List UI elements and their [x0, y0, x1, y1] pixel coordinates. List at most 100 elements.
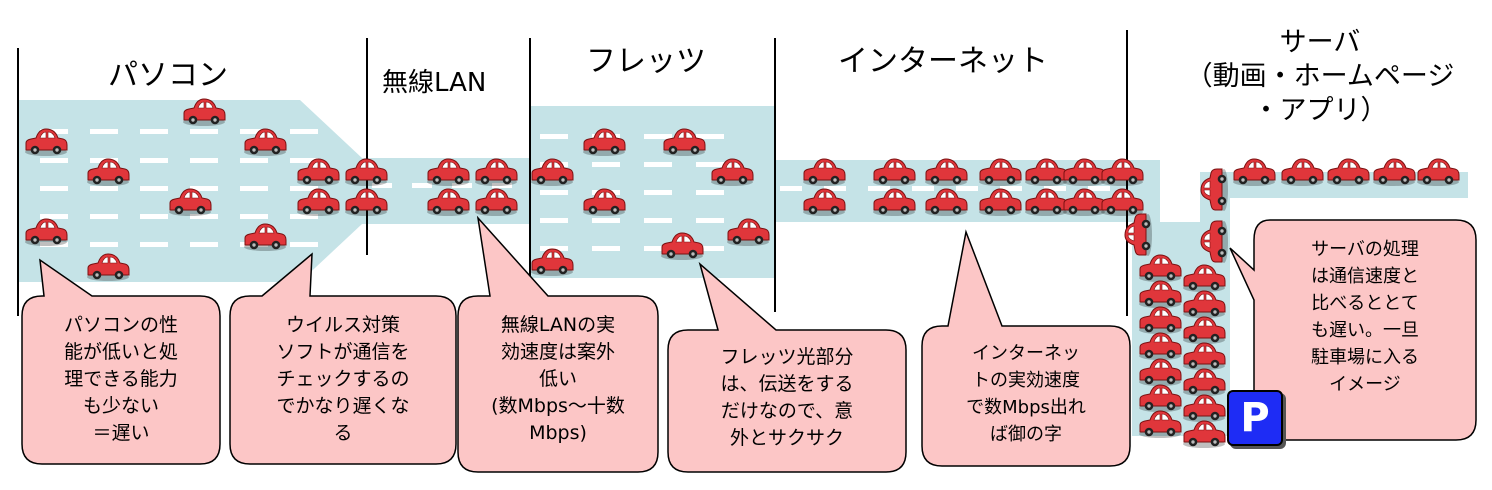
- lane-dash: [540, 246, 568, 251]
- lane-dash: [90, 186, 118, 191]
- bubble-server-line: サーバの処理: [1311, 239, 1419, 260]
- lane-dash: [190, 186, 218, 191]
- bubble-server-line: イメージ: [1329, 374, 1401, 395]
- lane-dash: [240, 129, 268, 134]
- speech-bubbles: [21, 215, 1477, 473]
- lane-dash: [290, 242, 318, 247]
- lane-dash: [140, 158, 168, 163]
- lane-dash: [90, 214, 118, 219]
- bubble-antivirus: ウイルス対策 ソフトが通信を チェックするの でかなり遅くな る: [230, 312, 456, 447]
- lane-dash: [40, 158, 68, 163]
- lane-dash: [1000, 186, 1022, 191]
- parking-sign-icon: P: [1227, 390, 1283, 446]
- lane-dash: [240, 158, 268, 163]
- bubble-wlan-line: 無線LANの実: [500, 314, 616, 336]
- bubble-wlan-line: Mbps): [529, 422, 587, 444]
- bubble-pc: パソコンの性 能が低いと処 理できる能力 も少ない ＝遅い: [22, 312, 220, 447]
- lane-dash: [140, 186, 168, 191]
- lane-dash: [40, 186, 68, 191]
- lane-dash: [90, 242, 118, 247]
- bubble-internet-line: トの実効速度: [972, 370, 1080, 391]
- lane-dash: [412, 183, 432, 188]
- bubble-shape-internet: [921, 229, 1131, 467]
- lane-dash: [540, 190, 568, 195]
- lane-dash: [868, 186, 890, 191]
- lane-dash: [644, 162, 672, 167]
- lane-dash: [696, 162, 724, 167]
- lane-dash: [696, 246, 724, 251]
- lane-dash: [644, 190, 672, 195]
- bubble-server: サーバの処理 は通信速度と 比べるととて も遅い。一旦 駐車場に入る イメージ: [1254, 236, 1476, 398]
- bubble-wlan: 無線LANの実 効速度は案外 低い (数Mbps～十数 Mbps): [458, 312, 658, 447]
- lane-dash: [290, 214, 318, 219]
- bubble-flets-line: 外とサクサク: [729, 427, 844, 449]
- section-title-wlan: 無線LAN: [382, 68, 487, 98]
- bubble-internet: インターネッ トの実効速度 で数Mbps出れ ば御の字: [922, 340, 1130, 448]
- bubble-pc-line: 能が低いと処: [63, 341, 178, 363]
- bubble-pc-line: ＝遅い: [92, 422, 150, 444]
- lane-dash: [290, 186, 318, 191]
- bubble-server-line: は通信速度と: [1311, 266, 1419, 287]
- car-icon: [1326, 158, 1370, 187]
- lane-dash: [956, 186, 978, 191]
- section-title-flets: フレッツ: [586, 44, 706, 79]
- car-icon: [1372, 158, 1416, 187]
- bubble-internet-line: インターネッ: [972, 343, 1080, 364]
- bubble-antivirus-line: チェックするの: [276, 368, 410, 390]
- bubble-antivirus-line: る: [333, 422, 353, 444]
- lane-dash: [240, 214, 268, 219]
- lane-dash: [140, 129, 168, 134]
- lane-dash: [592, 218, 620, 223]
- bubble-server-line: も遅い。一旦: [1311, 320, 1419, 341]
- bubble-internet-line: ば御の字: [990, 424, 1062, 445]
- bubble-flets-line: だけなので、意: [720, 400, 854, 422]
- lane-dash: [592, 162, 620, 167]
- car-icon: [1280, 158, 1324, 187]
- lane-dash: [780, 186, 802, 191]
- lane-dash: [1088, 186, 1110, 191]
- lane-dash: [190, 129, 218, 134]
- bubble-antivirus-line: ソフトが通信を: [276, 341, 410, 363]
- bubble-flets-line: フレッツ光部分: [720, 346, 854, 368]
- lane-dash: [40, 214, 68, 219]
- server-title-line-2: （動画・ホームページ: [1185, 61, 1455, 92]
- bubble-antivirus-line: ウイルス対策: [285, 314, 400, 336]
- lane-dash: [696, 134, 724, 139]
- section-title-server: サーバ （動画・ホームページ ・アプリ）: [1155, 26, 1485, 128]
- bubble-shape-pc: [21, 258, 221, 465]
- bubble-internet-line: で数Mbps出れ: [966, 397, 1086, 418]
- lane-dash: [372, 183, 392, 188]
- bubble-antivirus-line: でかなり遅くな: [276, 395, 410, 417]
- bubble-shape-antivirus: [229, 252, 457, 465]
- bubble-shape-wlan: [457, 215, 659, 473]
- bubble-wlan-line: 低い: [538, 368, 577, 390]
- lane-dash: [696, 190, 724, 195]
- section-title-pc: パソコン: [108, 58, 228, 93]
- bubble-server-line: 比べるととて: [1311, 293, 1419, 314]
- lane-dash: [540, 134, 568, 139]
- lane-dash: [190, 158, 218, 163]
- bubble-pc-line: 理できる能力: [64, 368, 178, 390]
- bubble-pc-line: パソコンの性: [63, 314, 178, 336]
- lane-dash: [912, 186, 934, 191]
- car-icon: [1232, 158, 1276, 187]
- bubble-flets-line: は、伝送をする: [720, 373, 854, 395]
- server-title-line-3: ・アプリ）: [1252, 95, 1388, 126]
- bubble-shape-flets: [667, 261, 907, 473]
- lane-markings: [40, 129, 1110, 251]
- lane-dash: [644, 246, 672, 251]
- lane-dash: [190, 214, 218, 219]
- bubble-wlan-line: (数Mbps～十数: [491, 395, 625, 417]
- lane-dash: [190, 242, 218, 247]
- lane-dash: [592, 246, 620, 251]
- lane-dash: [696, 218, 724, 223]
- lane-dash: [540, 218, 568, 223]
- lane-dash: [1044, 186, 1066, 191]
- lane-dash: [140, 242, 168, 247]
- lane-dash: [824, 186, 846, 191]
- lane-dash: [290, 129, 318, 134]
- server-title-line-1: サーバ: [1279, 27, 1361, 58]
- car-icon: [1416, 158, 1460, 187]
